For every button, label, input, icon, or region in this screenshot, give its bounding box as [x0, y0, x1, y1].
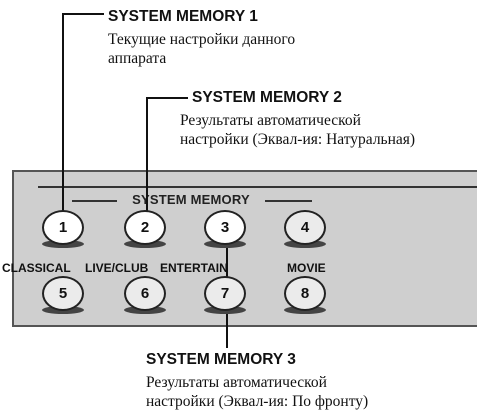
entertain-7-button[interactable]: 7	[204, 276, 246, 311]
classical-5-button[interactable]: 5	[42, 276, 84, 311]
callout-1-title: SYSTEM MEMORY 1	[108, 8, 258, 25]
callout-1-desc-line-1: Текущие настройки данного	[108, 31, 296, 48]
mode-label-live-club: LIVE/CLUB	[85, 261, 149, 275]
mode-label-entertain: ENTERTAIN	[160, 261, 228, 275]
leader-2-vertical	[146, 97, 148, 218]
panel-top-line	[38, 186, 477, 188]
mode-label-classical: CLASSICAL	[2, 261, 71, 275]
leader-1-vertical	[62, 13, 64, 218]
system-memory-2-button[interactable]: 2	[124, 210, 166, 245]
callout-1-desc: Текущие настройки данного аппарата	[108, 30, 295, 68]
mode-label-movie: MOVIE	[287, 261, 326, 275]
callout-3-desc-line-1: Результаты автоматической	[146, 374, 327, 391]
live-club-6-button[interactable]: 6	[124, 276, 166, 311]
callout-3-desc: Результаты автоматической настройки (Экв…	[146, 373, 368, 411]
callout-1-desc-line-2: аппарата	[108, 50, 167, 67]
callout-2-desc: Результаты автоматической настройки (Экв…	[180, 111, 415, 149]
callout-2-desc-line-2: настройки (Эквал-ия: Натуральная)	[180, 131, 416, 148]
callout-3-title: SYSTEM MEMORY 3	[146, 351, 296, 368]
system-memory-1-button[interactable]: 1	[42, 210, 84, 245]
leader-1-horizontal	[62, 13, 104, 15]
panel-group-label: SYSTEM MEMORY	[117, 192, 265, 207]
callout-3-desc-line-2: настройки (Эквал-ия: По фронту)	[146, 393, 369, 410]
callout-2-desc-line-1: Результаты автоматической	[180, 112, 361, 129]
system-memory-4-button[interactable]: 4	[284, 210, 326, 245]
movie-8-button[interactable]: 8	[284, 276, 326, 311]
callout-2-title: SYSTEM MEMORY 2	[192, 89, 342, 106]
system-memory-3-button[interactable]: 3	[204, 210, 246, 245]
leader-2-horizontal	[146, 97, 188, 99]
